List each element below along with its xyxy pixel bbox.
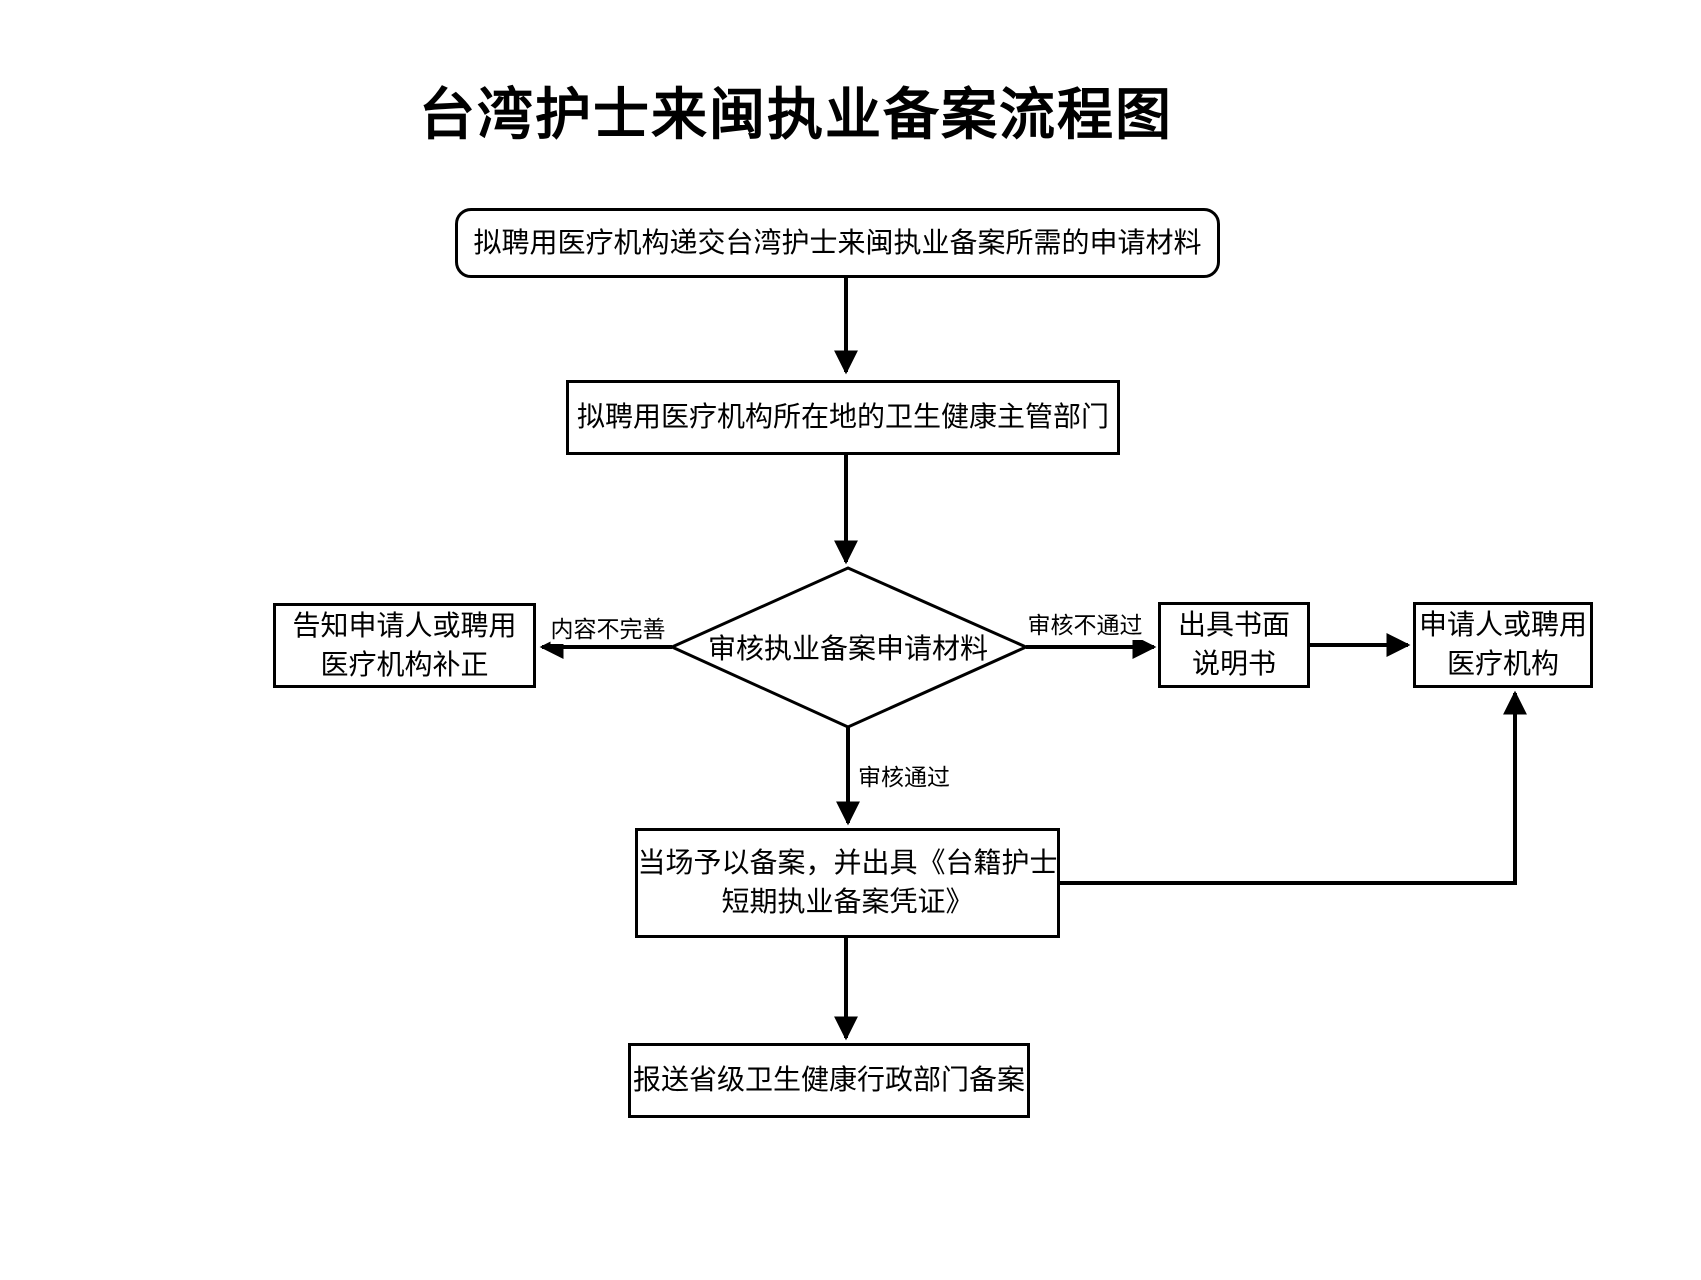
edge-label-incomplete: 内容不完善 (550, 610, 666, 644)
flow-node-notify-correction: 告知申请人或聘用 医疗机构补正 (273, 603, 536, 688)
flow-node-authority-label: 拟聘用医疗机构所在地的卫生健康主管部门 (576, 401, 1109, 433)
flow-node-written-statement-line2: 说明书 (1191, 648, 1276, 679)
flow-node-record-line1: 当场予以备案，并出具《台籍护士 (637, 847, 1058, 879)
flow-node-submit-label: 拟聘用医疗机构递交台湾护士来闽执业备案所需的申请材料 (473, 226, 1202, 258)
edge-label-reject: 审核不通过 (1027, 606, 1143, 640)
flow-node-review-label: 审核执业备案申请材料 (707, 633, 989, 664)
flow-node-applicant: 申请人或聘用 医疗机构 (1413, 602, 1593, 688)
flow-node-record: 当场予以备案，并出具《台籍护士 短期执业备案凭证》 (635, 828, 1060, 938)
flow-node-notify-correction-line1: 告知申请人或聘用 (292, 609, 517, 641)
flow-node-report-label: 报送省级卫生健康行政部门备案 (632, 1064, 1025, 1096)
page-title: 台湾护士来闽执业备案流程图 (419, 85, 1173, 147)
flow-node-record-line2: 短期执业备案凭证》 (721, 886, 974, 917)
flow-node-applicant-line2: 医疗机构 (1446, 648, 1559, 679)
flow-node-notify-correction-line2: 医疗机构补正 (320, 648, 489, 680)
flow-node-report: 报送省级卫生健康行政部门备案 (628, 1043, 1030, 1118)
flow-node-applicant-line1: 申请人或聘用 (1418, 609, 1587, 641)
flow-node-written-statement: 出具书面 说明书 (1158, 602, 1310, 688)
flow-node-submit: 拟聘用医疗机构递交台湾护士来闽执业备案所需的申请材料 (455, 208, 1220, 278)
edge-label-approve: 审核通过 (858, 758, 950, 792)
edge-record-applicant (1060, 690, 1527, 885)
flow-node-written-statement-line1: 出具书面 (1177, 609, 1290, 641)
flow-node-authority: 拟聘用医疗机构所在地的卫生健康主管部门 (566, 380, 1120, 455)
